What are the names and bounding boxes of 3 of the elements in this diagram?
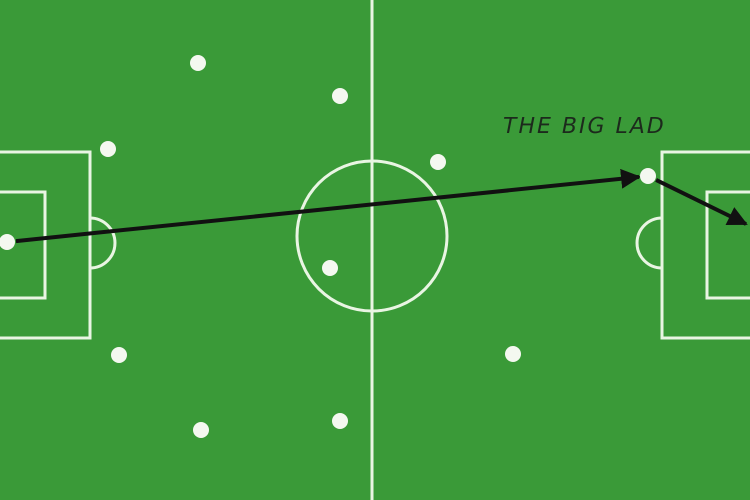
player-name-label: THE BIG LAD (503, 114, 666, 139)
pass-arrow (16, 168, 642, 244)
pass-arrow (655, 178, 748, 226)
